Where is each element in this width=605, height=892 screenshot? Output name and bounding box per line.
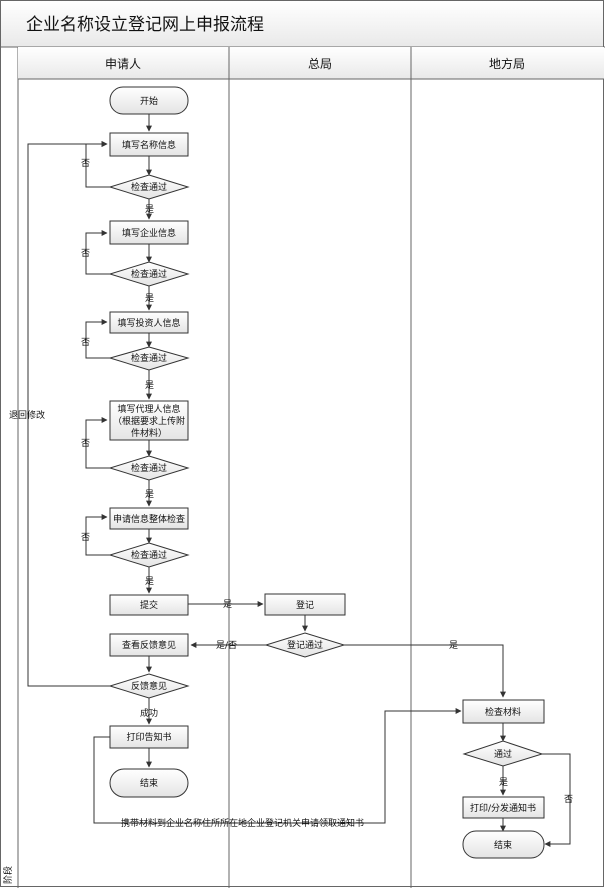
edge-return-modify (27, 141, 110, 687)
edge-label-yes-local: 是 (449, 640, 458, 651)
edge-carry-materials (93, 708, 462, 824)
node-fill-investor (109, 311, 189, 334)
node-start (109, 86, 189, 115)
node-feedback-label: 反馈意见 (131, 680, 167, 692)
edge-label-no-1: 否 (81, 158, 90, 169)
node-end1 (109, 768, 189, 798)
lane-applicant: 申请人 (105, 57, 141, 71)
node-pass (462, 740, 544, 767)
node-check-materials-label: 检查材料 (485, 706, 521, 718)
node-check3-label: 检查通过 (131, 352, 167, 364)
node-check5 (108, 542, 190, 568)
stage-label: 阶段 (2, 866, 14, 884)
edge-label-yes-5: 是 (145, 576, 154, 587)
node-register-pass (264, 632, 346, 658)
edge-label-yes-3: 是 (145, 380, 154, 391)
node-register-label: 登记 (296, 600, 314, 611)
node-end1-label: 结束 (140, 777, 158, 789)
edge-check3-no (85, 319, 110, 359)
node-end2-label: 结束 (494, 839, 512, 851)
edge-label-yes-2: 是 (145, 293, 154, 304)
node-fill-agent-line1: 填写代理人信息 (117, 403, 180, 415)
node-view-feedback-label: 查看反馈意见 (122, 639, 176, 651)
node-feedback (108, 673, 190, 699)
node-print-distribute (462, 796, 545, 819)
node-check4 (108, 455, 190, 481)
node-end2 (462, 830, 545, 859)
edge-label-return-modify: 退回修改 (9, 409, 45, 421)
node-fill-company (109, 220, 189, 245)
lane-hq: 总局 (308, 57, 332, 71)
node-check-materials (462, 699, 545, 724)
node-check2-label: 检查通过 (131, 268, 167, 280)
edge-pass-local (344, 644, 506, 698)
node-fill-company-label: 填写企业信息 (122, 227, 176, 239)
node-overall-check (109, 507, 189, 530)
edge-label-yes-pass: 是 (499, 777, 508, 788)
node-register-pass-label: 登记通过 (287, 639, 323, 651)
node-print-notice-label: 打印告知书 (126, 731, 171, 743)
node-fill-agent-line2: （根据要求上传附 (113, 415, 185, 427)
node-check2 (108, 261, 190, 287)
node-fill-name-label: 填写名称信息 (122, 139, 176, 151)
edge-pass-no (542, 753, 571, 847)
edge-check2-no (85, 230, 110, 275)
edge-label-yes-4: 是 (145, 489, 154, 500)
page-title: 企业名称设立登记网上申报流程 (26, 15, 264, 35)
edge-check5-no (85, 514, 110, 556)
node-fill-agent-line3: 件材料） (131, 427, 167, 439)
node-print-distribute-label: 打印/分发通知书 (470, 802, 536, 814)
node-overall-check-label: 申请信息整体检查 (113, 513, 185, 525)
node-check5-label: 检查通过 (131, 549, 167, 561)
edge-label-yes-submit: 是 (223, 599, 232, 610)
edge-label-carry-materials: 携带材料到企业名称住所所在地企业登记机关申请领取通知书 (121, 817, 364, 829)
node-register (264, 593, 346, 616)
node-fill-name (109, 132, 189, 157)
node-fill-investor-label: 填写投资人信息 (117, 317, 180, 329)
edge-check4-no (85, 417, 110, 469)
node-submit (109, 594, 189, 616)
node-check4-label: 检查通过 (131, 462, 167, 474)
edge-label-no-2: 否 (81, 248, 90, 259)
title-bar (1, 1, 603, 47)
edge-label-no-pass: 否 (564, 794, 573, 805)
node-check3 (108, 346, 190, 371)
edge-label-yes-no: 是/否 (216, 640, 237, 651)
node-print-notice (109, 725, 189, 749)
node-check1-label: 检查通过 (131, 181, 167, 193)
edge-label-no-4: 否 (81, 438, 90, 449)
edge-label-success: 成功 (140, 707, 158, 719)
node-view-feedback (109, 633, 189, 657)
node-pass-label: 通过 (494, 748, 512, 760)
edge-label-no-3: 否 (81, 337, 90, 348)
lane-header-bar (18, 47, 604, 79)
node-check1 (108, 174, 190, 200)
edge-label-yes-1: 是 (145, 204, 154, 215)
edge-label-no-5: 否 (81, 532, 90, 543)
connectors (27, 114, 571, 847)
node-start-label: 开始 (140, 95, 158, 107)
node-fill-agent (109, 400, 189, 441)
node-submit-label: 提交 (140, 599, 158, 611)
lane-local: 地方局 (489, 56, 525, 71)
